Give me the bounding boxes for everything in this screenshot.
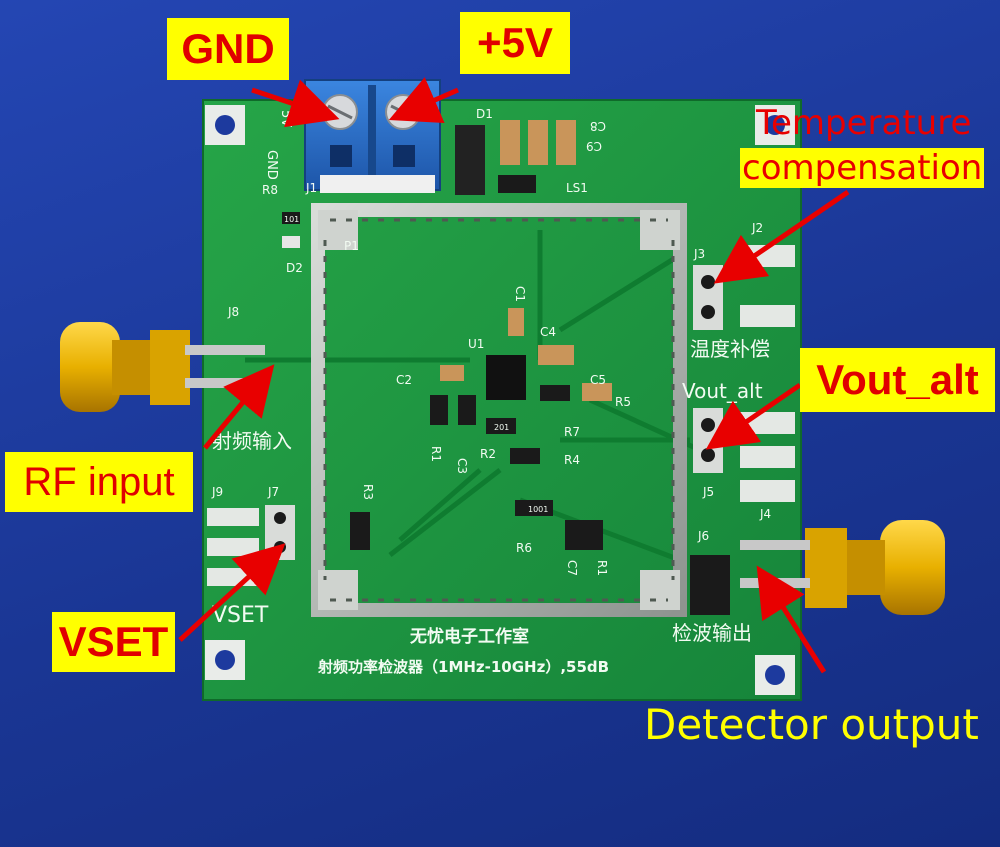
silk-j9: J9 (211, 485, 223, 499)
mounting-holes (205, 105, 795, 695)
silk-c4: C4 (540, 325, 556, 339)
callout-vout-alt: Vout_alt (800, 348, 995, 412)
silk-temp-comp-cn: 温度补偿 (690, 337, 770, 361)
silkscreen-labels: GND 5V R8 J1 D1 C8 C9 LS1 D2 P1 J2 J3 J8… (211, 107, 771, 676)
silk-r3: R3 (361, 484, 375, 500)
callout-gnd: GND (167, 18, 289, 80)
shield-frame (311, 203, 687, 617)
silk-d2: D2 (286, 261, 303, 275)
silk-r4: R4 (564, 453, 580, 467)
callout-temperature: Temperature (756, 103, 972, 143)
silk-c1: C1 (513, 286, 527, 302)
silk-c7: C7 (565, 560, 579, 576)
pcb-traces (245, 230, 702, 563)
silk-c5: C5 (590, 373, 606, 387)
silk-u1: U1 (468, 337, 484, 351)
silk-j3: J3 (693, 247, 705, 261)
silk-j5: J5 (702, 485, 714, 499)
arrow-rf-input (203, 364, 275, 450)
silk-rf-input-cn: 射频输入 (212, 429, 292, 453)
silk-ls1: LS1 (566, 181, 588, 195)
callout-vset: VSET (52, 612, 175, 672)
silk-detector-out-cn: 检波输出 (672, 621, 752, 645)
silk-r5: R5 (615, 395, 631, 409)
silk-vset: VSET (212, 603, 269, 628)
silk-res-1001: 1001 (528, 505, 548, 514)
callout-compensation: compensation (740, 148, 985, 188)
board-title-line2: 射频功率检波器（1MHz-10GHz）,55dB (317, 658, 609, 676)
silk-j4: J4 (759, 507, 771, 521)
screw-terminal (304, 79, 441, 193)
callout-plus5v: +5V (460, 12, 570, 74)
silk-j8: J8 (227, 305, 239, 319)
silk-res-201: 201 (494, 423, 509, 432)
silk-p1: P1 (344, 239, 359, 253)
silk-r1: R1 (429, 446, 443, 462)
arrow-gnd (251, 79, 340, 128)
silk-r7: R7 (564, 425, 580, 439)
arrow-5v (388, 77, 459, 124)
silk-gnd: GND (264, 150, 279, 180)
silk-5v: 5V (278, 110, 293, 127)
silk-c2: C2 (396, 373, 412, 387)
silk-r2: R2 (480, 447, 496, 461)
silk-r6: R6 (516, 541, 532, 555)
callout-detector-output: Detector output (644, 700, 979, 749)
silk-vout-alt: Vout_alt (682, 379, 763, 403)
silk-j6: J6 (697, 529, 709, 543)
callout-arrows (178, 77, 850, 674)
silk-r8: R8 (262, 183, 278, 197)
sma-connector-right (740, 520, 945, 615)
silk-res-101: 101 (284, 215, 299, 224)
silk-j7: J7 (267, 485, 279, 499)
silk-r1b: R1 (595, 560, 609, 576)
silk-c8: C8 (590, 119, 606, 133)
silk-d1: D1 (476, 107, 493, 121)
silk-j1: J1 (305, 181, 317, 195)
silk-j2: J2 (751, 221, 763, 235)
arrow-detector-output (756, 565, 827, 674)
board-title-line1: 无忧电子工作室 (409, 626, 529, 647)
arrow-vout-alt (705, 382, 802, 450)
silk-c9: C9 (586, 139, 602, 153)
silk-c3: C3 (455, 458, 469, 474)
arrow-vset (178, 543, 286, 642)
callout-rf-input: RF input (5, 452, 193, 512)
arrow-temperature (713, 189, 850, 284)
smd-components (282, 120, 612, 550)
